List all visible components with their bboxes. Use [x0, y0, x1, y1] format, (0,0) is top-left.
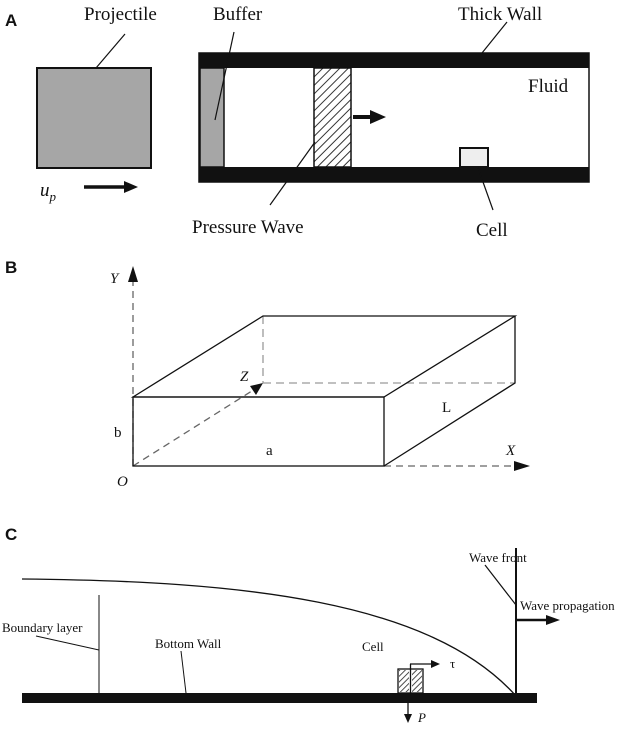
- velocity-symbol: u: [40, 180, 50, 201]
- y-axis-label: Y: [110, 271, 120, 287]
- boundary-layer-leader: [35, 635, 100, 651]
- buffer-block: [199, 67, 225, 168]
- panel-b: B Y X Z a b L O: [5, 258, 530, 490]
- boundary-layer-curve: [21, 578, 517, 697]
- x-axis-label: X: [505, 443, 516, 459]
- fluid-label: Fluid: [528, 76, 569, 97]
- box-top-face: [130, 315, 518, 398]
- projectile-leader: [95, 33, 126, 69]
- y-axis-arrowhead: [128, 266, 138, 282]
- bottom-wall-leader: [180, 650, 187, 694]
- z-axis-label: Z: [240, 369, 249, 385]
- wave-front-leader: [484, 564, 517, 606]
- right-arrow-icon: [124, 181, 138, 193]
- pressure-label: P: [417, 710, 426, 725]
- dimension-a-label: a: [266, 443, 273, 459]
- dimension-b-label: b: [114, 425, 122, 441]
- wave-front-label: Wave front: [469, 550, 527, 565]
- tube-outline: [198, 52, 590, 183]
- cell-square: [459, 147, 489, 168]
- cell-label-c: Cell: [362, 639, 384, 654]
- thick-wall-top: [199, 53, 589, 68]
- projectile-label: Projectile: [84, 4, 157, 25]
- buffer-label: Buffer: [213, 4, 263, 25]
- right-arrow-icon: [431, 660, 440, 668]
- thick-wall-bottom: [199, 167, 589, 182]
- box-side-face: [383, 316, 516, 467]
- cell-label: Cell: [476, 220, 508, 241]
- velocity-label: up: [40, 180, 57, 204]
- cell-leader: [477, 167, 494, 211]
- panel-c: C Wave front Wave propagation Boundary l…: [2, 525, 615, 725]
- bottom-wall-label: Bottom Wall: [155, 636, 222, 651]
- projectile-block: [36, 67, 152, 169]
- panel-a: A Projectile up Buffer Pressure Wave Thi…: [5, 4, 590, 241]
- pressure-wave-band: [313, 67, 352, 168]
- thick-wall-label: Thick Wall: [458, 4, 542, 25]
- dimension-l-label: L: [442, 400, 451, 416]
- boundary-layer-label: Boundary layer: [2, 620, 83, 635]
- pressure-wave-leader: [269, 141, 316, 206]
- cell-hatch-right: [412, 670, 422, 692]
- origin-label: O: [117, 474, 128, 490]
- right-arrow-icon: [370, 110, 386, 124]
- pressure-wave-label: Pressure Wave: [192, 217, 304, 238]
- right-arrow-icon: [546, 615, 560, 625]
- box-front-face: [132, 396, 385, 467]
- wave-propagation-label: Wave propagation: [520, 598, 615, 613]
- thick-wall-leader: [481, 21, 508, 54]
- panel-b-letter: B: [5, 258, 17, 277]
- tau-label: τ: [450, 656, 455, 671]
- panel-c-letter: C: [5, 525, 17, 544]
- x-axis-arrowhead: [514, 461, 530, 471]
- z-axis-line: [132, 388, 256, 467]
- down-arrow-icon: [404, 714, 412, 723]
- panel-a-letter: A: [5, 11, 17, 30]
- z-axis-arrowhead: [250, 383, 263, 395]
- bottom-wall: [22, 693, 537, 703]
- velocity-subscript: p: [49, 189, 57, 204]
- cell-hatch-left: [399, 670, 409, 692]
- buffer-leader: [214, 31, 235, 121]
